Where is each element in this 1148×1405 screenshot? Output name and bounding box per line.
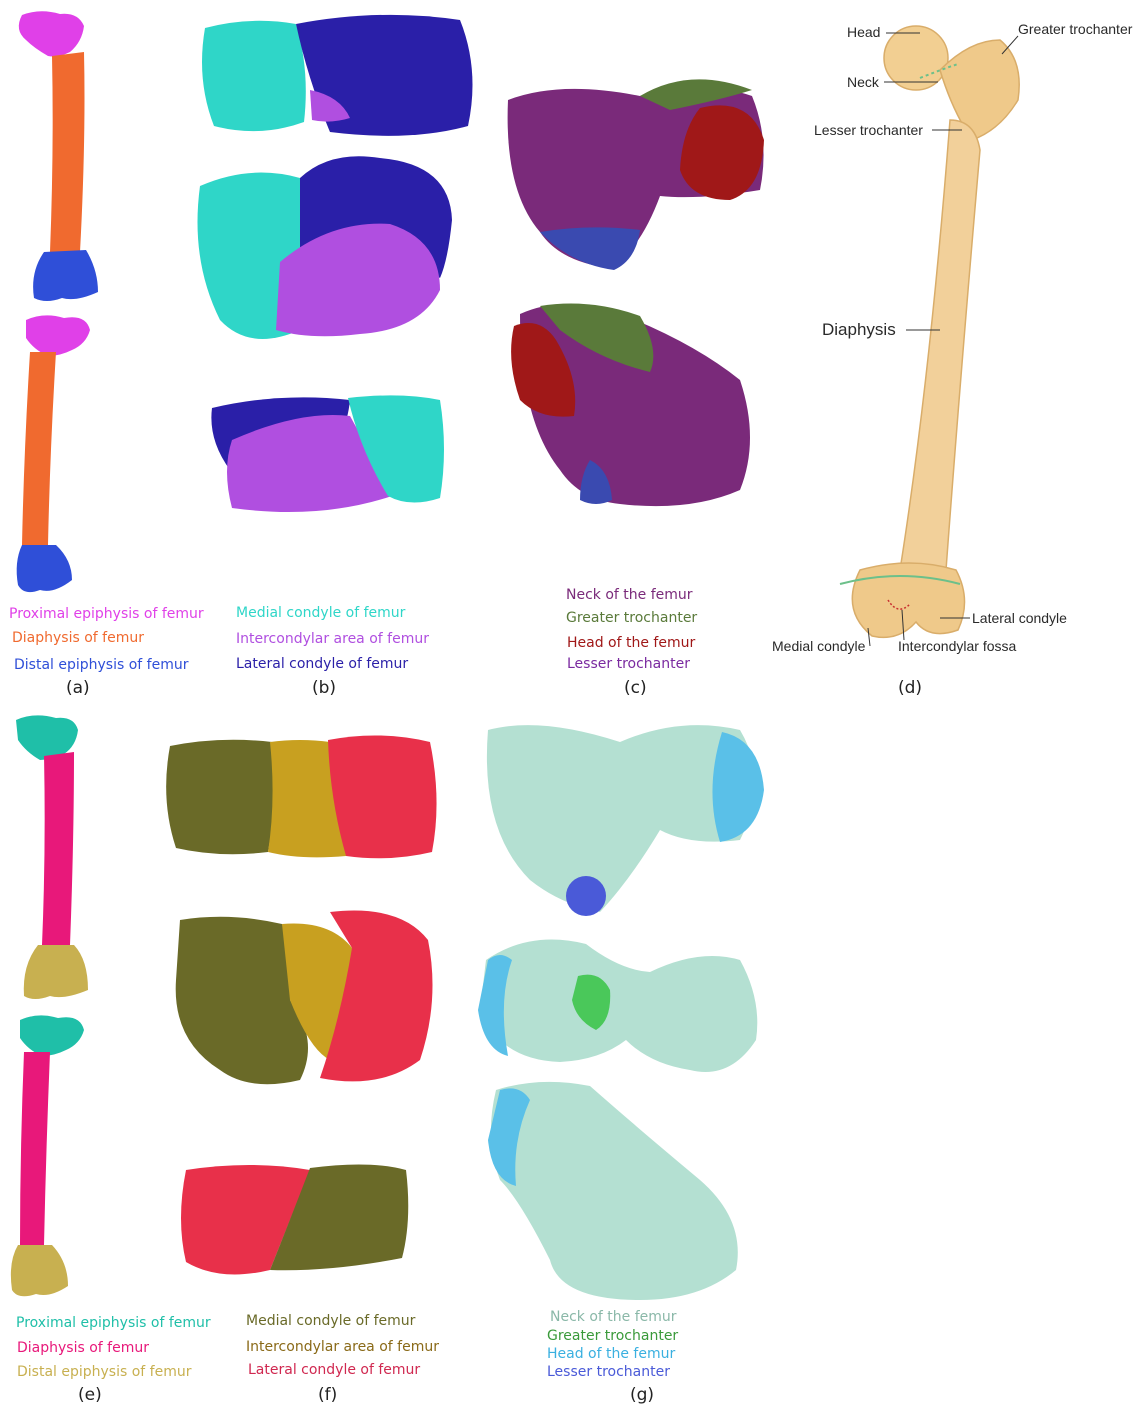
legend-b-intercondylar: Intercondylar area of femur: [236, 631, 429, 647]
caption-d: (d): [898, 678, 922, 698]
caption-f: (f): [318, 1385, 337, 1405]
legend-a-distal: Distal epiphysis of femur: [14, 657, 189, 673]
legend-b-lateral: Lateral condyle of femur: [236, 656, 408, 672]
legend-a-proximal: Proximal epiphysis of femur: [9, 606, 204, 622]
anat-medial-condyle: Medial condyle: [772, 638, 865, 654]
panel-b-condyles-top: [202, 15, 473, 136]
anat-diaphysis: Diaphysis: [822, 320, 896, 340]
legend-c-greater-trochanter: Greater trochanter: [566, 610, 697, 626]
caption-e: (e): [78, 1385, 102, 1405]
legend-f-lateral: Lateral condyle of femur: [248, 1362, 420, 1378]
panel-c-proximal-view-2: [511, 304, 750, 507]
anat-greater-trochanter: Greater trochanter: [1018, 21, 1132, 37]
panel-a-femur-side: [17, 315, 90, 592]
legend-e-distal: Distal epiphysis of femur: [17, 1364, 192, 1380]
anat-lateral-condyle: Lateral condyle: [972, 610, 1067, 626]
panel-f-condyles-bottom: [176, 911, 433, 1085]
panel-g-proximal-view-2: [478, 940, 757, 1072]
legend-e-proximal: Proximal epiphysis of femur: [16, 1315, 211, 1331]
panel-g-proximal-view-3: [488, 1082, 738, 1300]
legend-g-lesser-trochanter: Lesser trochanter: [547, 1364, 670, 1380]
caption-b: (b): [312, 678, 336, 698]
panel-g-proximal-view-1: [487, 725, 764, 916]
legend-f-medial: Medial condyle of femur: [246, 1313, 415, 1329]
anat-head: Head: [847, 24, 880, 40]
legend-c-head: Head of the femur: [567, 635, 695, 651]
caption-a: (a): [66, 678, 90, 698]
anat-neck: Neck: [847, 74, 879, 90]
panel-e-femur-side: [11, 1015, 84, 1296]
panel-c-proximal-view-1: [508, 79, 764, 270]
legend-a-diaphysis: Diaphysis of femur: [12, 630, 144, 646]
panel-f-condyles-top: [166, 735, 436, 858]
panel-f-condyles-posterior: [181, 1164, 408, 1274]
anat-lesser-trochanter: Lesser trochanter: [814, 122, 923, 138]
panel-b-condyles-posterior: [211, 395, 444, 512]
legend-g-greater-trochanter: Greater trochanter: [547, 1328, 678, 1344]
caption-c: (c): [624, 678, 647, 698]
panel-a-femur-front: [19, 11, 98, 301]
legend-f-intercondylar: Intercondylar area of femur: [246, 1339, 439, 1355]
legend-c-lesser-trochanter: Lesser trochanter: [567, 656, 690, 672]
legend-c-neck: Neck of the femur: [566, 587, 693, 603]
anat-intercondylar-fossa: Intercondylar fossa: [898, 638, 1016, 654]
caption-g: (g): [630, 1385, 654, 1405]
legend-b-medial: Medial condyle of femur: [236, 605, 405, 621]
legend-g-head: Head of the femur: [547, 1346, 675, 1362]
legend-g-neck: Neck of the femur: [550, 1309, 677, 1325]
legend-e-diaphysis: Diaphysis of femur: [17, 1340, 149, 1356]
panel-e-femur-front: [16, 715, 88, 999]
panel-b-condyles-bottom: [198, 156, 453, 339]
